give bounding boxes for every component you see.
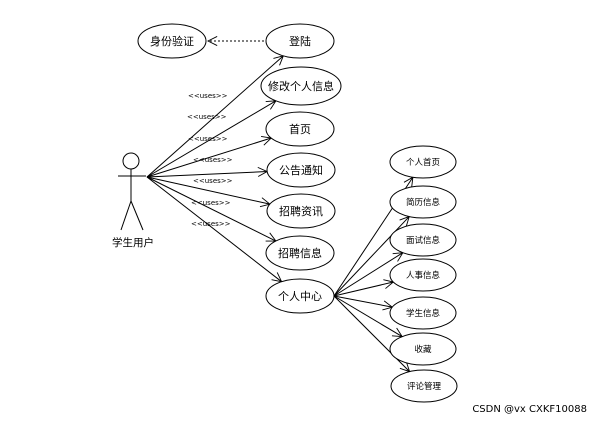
interview-label: 面试信息 bbox=[406, 235, 441, 246]
association-student bbox=[333, 295, 392, 307]
edit-profile-label: 修改个人信息 bbox=[268, 79, 334, 93]
student-label: 学生信息 bbox=[406, 308, 441, 319]
usecase-favorites[interactable]: 收藏 bbox=[389, 332, 457, 366]
watermark-text: CSDN @vx CXKF10088 bbox=[472, 404, 587, 415]
stereotype-login: <<uses>> bbox=[188, 92, 228, 100]
usecase-hr[interactable]: 人事信息 bbox=[389, 258, 457, 292]
notice-ellipse bbox=[266, 152, 336, 188]
usecase-recruit-news[interactable]: 招聘资讯 bbox=[266, 193, 336, 229]
association-personal-center bbox=[146, 176, 282, 282]
auth-label: 身份验证 bbox=[150, 34, 194, 48]
recruit-info-label: 招聘信息 bbox=[278, 246, 322, 260]
recruit-news-ellipse bbox=[266, 193, 336, 229]
association-edit-profile bbox=[146, 101, 276, 178]
hr-ellipse bbox=[389, 258, 457, 292]
stereotype-notice: <<uses>> bbox=[193, 156, 233, 164]
hr-label: 人事信息 bbox=[406, 270, 441, 281]
favorites-ellipse bbox=[389, 332, 457, 366]
stereotype-recruit-news: <<uses>> bbox=[193, 177, 233, 185]
comments-ellipse bbox=[390, 369, 458, 403]
stereotype-labels: <<uses>> <<uses>> <<uses>> <<uses>> <<uses>>… bbox=[187, 92, 233, 228]
personal-home-label: 个人首页 bbox=[406, 157, 440, 168]
association-recruit-news bbox=[146, 176, 270, 204]
login-ellipse bbox=[265, 23, 335, 59]
stereotype-home: <<uses>> bbox=[188, 135, 228, 143]
recruit-news-label: 招聘资讯 bbox=[279, 204, 323, 218]
usecase-recruit-info[interactable]: 招聘信息 bbox=[265, 235, 335, 271]
comments-label: 评论管理 bbox=[407, 381, 442, 392]
main-associations bbox=[146, 56, 283, 282]
usecase-auth[interactable]: 身份验证 bbox=[137, 23, 207, 59]
usecase-personal-center[interactable]: 个人中心 bbox=[265, 278, 335, 314]
association-recruit-info bbox=[146, 176, 276, 241]
association-favorites bbox=[333, 295, 402, 337]
stereotype-edit-profile: <<uses>> bbox=[187, 113, 227, 121]
usecase-resume[interactable]: 简历信息 bbox=[389, 185, 457, 219]
actor-name: 学生用户 bbox=[112, 236, 154, 249]
auth-ellipse bbox=[137, 23, 207, 59]
notice-label: 公告通知 bbox=[279, 163, 323, 177]
actor-student: 学生用户 bbox=[112, 152, 154, 249]
home-label: 首页 bbox=[289, 122, 311, 136]
edit-profile-ellipse bbox=[260, 66, 342, 106]
actor-left-leg bbox=[120, 200, 132, 231]
usecase-student[interactable]: 学生信息 bbox=[389, 296, 457, 330]
stereotype-recruit-info: <<uses>> bbox=[191, 199, 231, 207]
association-hr bbox=[333, 282, 393, 297]
resume-ellipse bbox=[389, 185, 457, 219]
association-interview bbox=[333, 253, 403, 297]
usecase-notice[interactable]: 公告通知 bbox=[266, 152, 336, 188]
favorites-label: 收藏 bbox=[414, 344, 432, 355]
usecase-home[interactable]: 首页 bbox=[265, 111, 335, 147]
association-home bbox=[146, 138, 271, 178]
association-notice bbox=[146, 172, 267, 178]
stereotype-personal-center: <<uses>> bbox=[191, 220, 231, 228]
actor-right-leg bbox=[130, 200, 144, 231]
personal-center-label: 个人中心 bbox=[278, 290, 322, 303]
usecase-edit-profile[interactable]: 修改个人信息 bbox=[260, 66, 342, 106]
resume-label: 简历信息 bbox=[406, 197, 441, 208]
personal-home-ellipse bbox=[389, 145, 457, 179]
association-login bbox=[146, 56, 283, 178]
usecase-interview[interactable]: 面试信息 bbox=[389, 223, 457, 257]
interview-ellipse bbox=[389, 223, 457, 257]
actor-head bbox=[122, 152, 140, 170]
login-label: 登陆 bbox=[289, 34, 311, 48]
student-ellipse bbox=[389, 296, 457, 330]
usecase-personal-home[interactable]: 个人首页 bbox=[389, 145, 457, 179]
watermark: CSDN @vx CXKF10088 bbox=[472, 399, 587, 417]
home-ellipse bbox=[265, 111, 335, 147]
recruit-info-ellipse bbox=[265, 235, 335, 271]
usecase-login[interactable]: 登陆 bbox=[265, 23, 335, 59]
usecase-comments[interactable]: 评论管理 bbox=[390, 369, 458, 403]
